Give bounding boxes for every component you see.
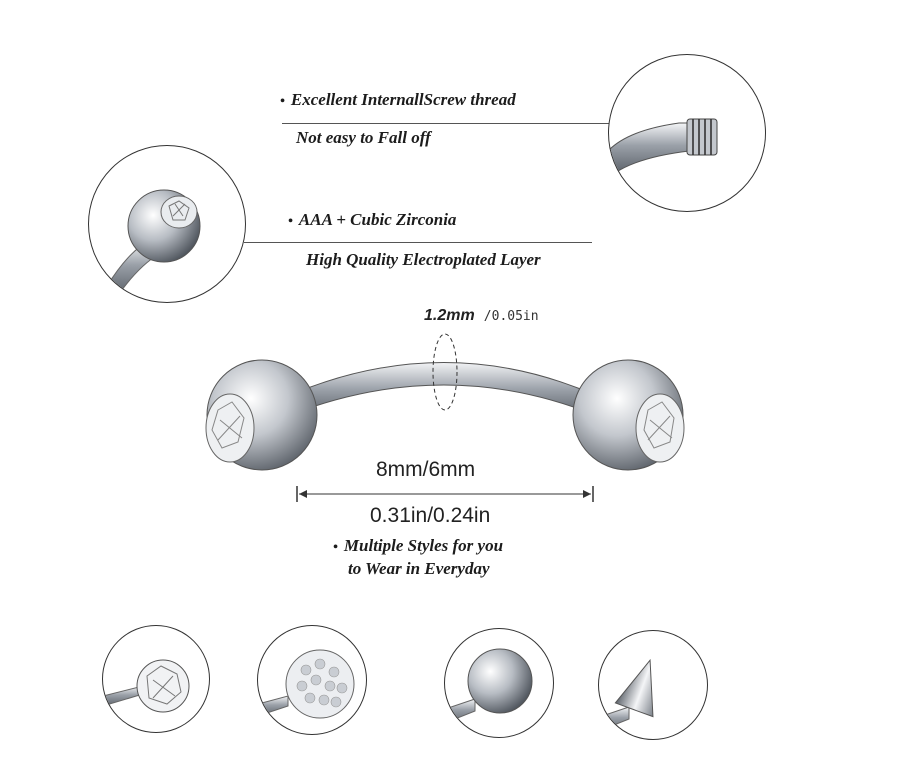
bullet-icon: •: [333, 540, 338, 555]
zirconia-title-text: AAA + Cubic Zirconia: [298, 210, 457, 229]
length-in-label: 0.31in/0.24in: [370, 504, 491, 527]
zirconia-feature-subtitle: High Quality Electroplated Layer: [306, 250, 541, 269]
styles-line1-text: Multiple Styles for you: [343, 536, 504, 555]
thread-feature-subtitle: Not easy to Fall off: [296, 128, 431, 147]
zirconia-ball-closeup-image: [88, 145, 246, 303]
style-crystal-pave-ball: [257, 625, 367, 735]
thread-feature-title: • Excellent InternallScrew thread: [280, 90, 516, 110]
bullet-icon: •: [280, 94, 285, 109]
zirconia-feature-title: • AAA + Cubic Zirconia: [288, 210, 456, 230]
length-mm-label: 8mm/6mm: [376, 458, 476, 481]
screw-thread-closeup-image: [608, 54, 766, 212]
gauge-in: /0.05in: [483, 309, 539, 324]
style-cubic-zirconia-ball: [102, 625, 210, 733]
curved-barbell-product-image: [200, 330, 690, 490]
bullet-icon: •: [288, 214, 293, 229]
gauge-mm: 1.2mm: [424, 307, 475, 324]
thread-divider: [282, 123, 612, 124]
thread-title-text: Excellent InternallScrew thread: [290, 90, 516, 109]
style-plain-ball: [444, 628, 554, 738]
style-spike-cone: [598, 630, 708, 740]
styles-note-line2: to Wear in Everyday: [348, 559, 490, 578]
length-dimension-line: [295, 484, 595, 504]
zirconia-divider: [244, 242, 592, 243]
gauge-label: 1.2mm /0.05in: [424, 305, 539, 325]
styles-note-line1: • Multiple Styles for you: [333, 536, 503, 556]
